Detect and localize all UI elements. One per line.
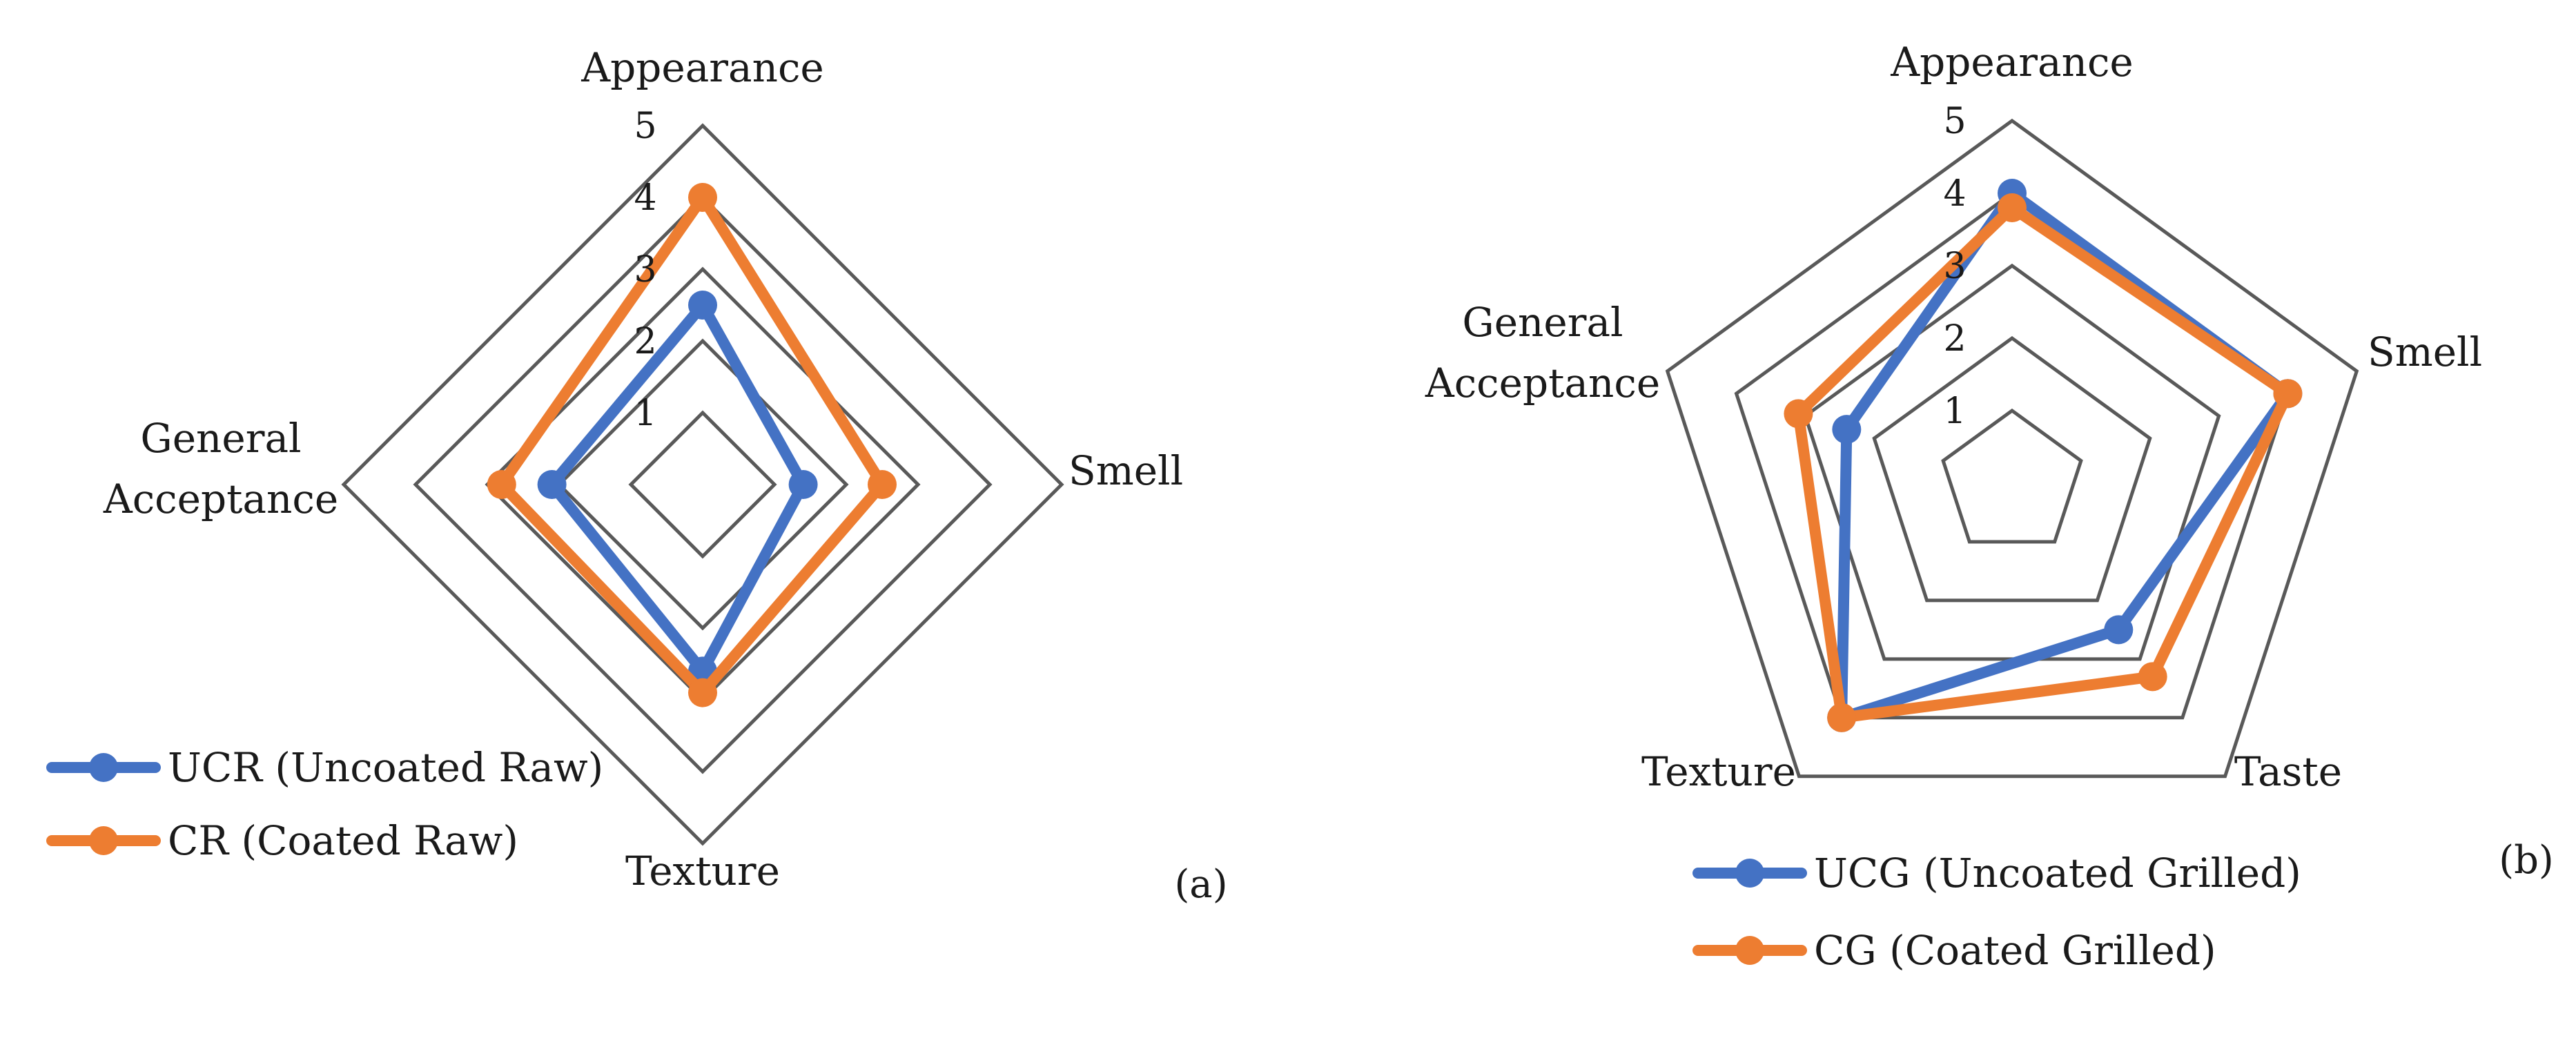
tick-labels: 1 2 3 4 5	[634, 106, 656, 434]
grid-ring-1	[1941, 408, 2083, 544]
axis-label-appearance: Appearance	[1890, 39, 2134, 86]
tick-label-1: 1	[1943, 391, 1966, 432]
tick-label-5: 5	[1943, 101, 1966, 142]
legend: UCR (Uncoated Raw) CR (Coated Raw)	[46, 744, 603, 864]
data-point-ucr-uncoated-raw-general-acceptance	[537, 470, 567, 499]
legend-label: UCG (Uncoated Grilled)	[1814, 850, 2301, 897]
tick-label-2: 2	[1943, 318, 1966, 360]
legend-item-cg-coated-grilled: CG (Coated Grilled)	[1692, 927, 2216, 974]
data-point-ucg-uncoated-grilled-taste	[2104, 615, 2134, 645]
data-point-ucg-uncoated-grilled-general-acceptance	[1832, 415, 1862, 444]
axis-label-texture: Texture	[625, 848, 780, 894]
data-point-cg-coated-grilled-texture	[1827, 703, 1857, 732]
grid-ring-1	[628, 410, 777, 559]
tick-label-4: 4	[634, 177, 656, 219]
tick-label-4: 4	[1943, 173, 1966, 215]
tick-label-5: 5	[634, 106, 656, 147]
tick-label-3: 3	[634, 249, 656, 291]
tick-labels: 1 2 3 4 5	[1943, 101, 1966, 432]
data-point-ucr-uncoated-raw-appearance	[688, 291, 717, 320]
radar-chart-b: 12345AppearanceSmellTasteTextureGeneralA…	[1425, 39, 2554, 974]
data-point-cr-coated-raw-appearance	[688, 183, 717, 212]
legend-swatch-marker	[89, 826, 118, 855]
axis-label-general-acceptance-line-2: Acceptance	[1425, 360, 1660, 407]
data-point-cg-coated-grilled-taste	[2138, 662, 2167, 692]
legend-item-cr-coated-raw: CR (Coated Raw)	[46, 817, 518, 864]
axis-label-general-acceptance-line-1: General	[1462, 299, 1623, 346]
grid-ring-2	[1872, 335, 2152, 603]
axis-label-general-acceptance-line-2: Acceptance	[103, 476, 338, 522]
axis-label-smell: Smell	[1069, 447, 1183, 494]
tick-label-1: 1	[634, 393, 656, 434]
grid-ring-2	[556, 338, 849, 631]
data-point-cg-coated-grilled-smell	[2273, 379, 2303, 409]
grid-ring-4	[413, 195, 993, 774]
legend-label: CR (Coated Raw)	[168, 817, 518, 864]
legend-swatch-marker	[1735, 936, 1764, 965]
data-point-ucr-uncoated-raw-smell	[788, 470, 818, 499]
tick-label-2: 2	[634, 321, 656, 362]
legend-item-ucr-uncoated-raw: UCR (Uncoated Raw)	[46, 744, 603, 791]
legend: UCG (Uncoated Grilled) CG (Coated Grilled…	[1692, 850, 2301, 974]
panel-label: (b)	[2499, 838, 2554, 883]
legend-label: UCR (Uncoated Raw)	[168, 744, 603, 791]
legend-label: CG (Coated Grilled)	[1814, 927, 2216, 974]
grid-ring-5	[341, 123, 1064, 846]
data-point-cr-coated-raw-texture	[688, 678, 717, 707]
data-point-cg-coated-grilled-general-acceptance	[1784, 399, 1813, 429]
series-line-cg-coated-grilled	[1793, 202, 2294, 723]
data-point-cr-coated-raw-general-acceptance	[487, 470, 516, 499]
data-point-cg-coated-grilled-appearance	[1998, 193, 2027, 222]
data-point-cr-coated-raw-smell	[868, 470, 897, 499]
grid-ring-5	[1665, 118, 2359, 779]
radar-grid	[341, 123, 1064, 846]
axis-label-appearance: Appearance	[580, 44, 824, 91]
legend-swatch-marker	[89, 753, 118, 782]
axis-label-texture: Texture	[1641, 748, 1796, 795]
series-cg-coated-grilled	[1784, 193, 2303, 732]
series-ucg-uncoated-grilled	[1827, 179, 2303, 732]
axis-label-taste: Taste	[2234, 748, 2342, 795]
series-cr-coated-raw	[487, 183, 897, 707]
legend-swatch-marker	[1735, 859, 1764, 888]
legend-item-ucg-uncoated-grilled: UCG (Uncoated Grilled)	[1692, 850, 2301, 897]
axis-label-general-acceptance-line-1: General	[140, 415, 301, 462]
panel-label: (a)	[1174, 862, 1227, 907]
tick-label-3: 3	[1943, 246, 1966, 287]
axis-label-smell: Smell	[2368, 329, 2482, 375]
